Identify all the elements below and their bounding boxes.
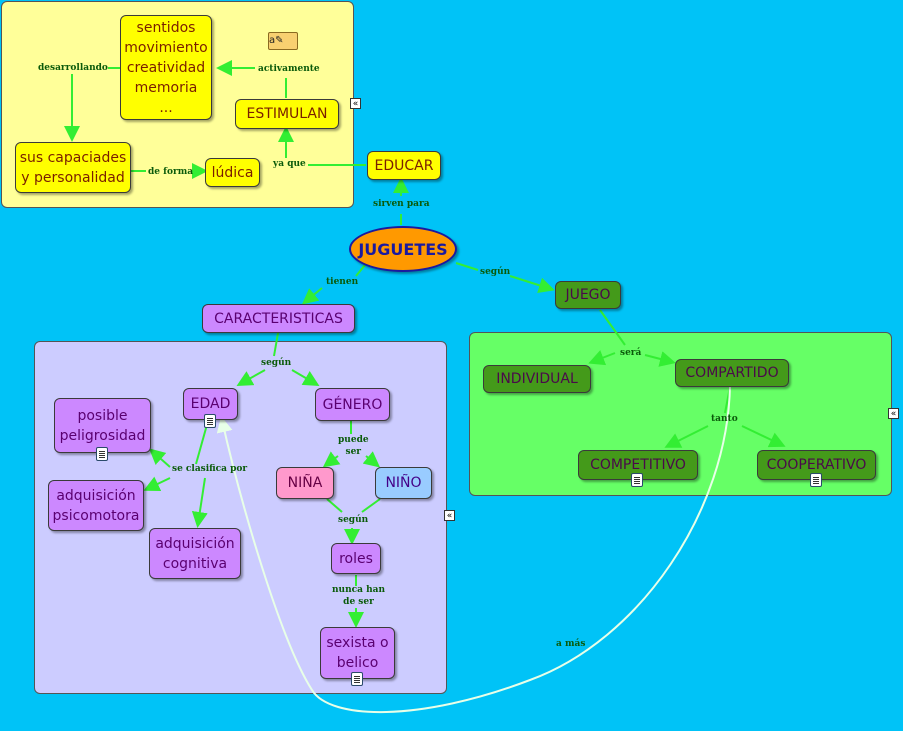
link-label-segun: según xyxy=(338,515,369,525)
link-label-de-forma: de forma xyxy=(148,167,194,177)
link-label-se-clasifica-por: se clasifica por xyxy=(172,464,248,474)
node-sentidos[interactable]: sentidos movimiento creatividad memoria … xyxy=(120,15,212,120)
collapse-icon[interactable]: « xyxy=(444,510,455,521)
node-estimulan[interactable]: ESTIMULAN xyxy=(235,99,339,129)
link-label-activamente: activamente xyxy=(258,64,320,74)
edit-note-icon[interactable]: a✎ xyxy=(268,32,298,50)
link-label-nunca-han-de-ser: nunca han de ser xyxy=(332,585,385,607)
node-compartido[interactable]: COMPARTIDO xyxy=(675,359,789,387)
node-nina[interactable]: NIÑA xyxy=(276,467,334,499)
node-sexista-belico[interactable]: sexista o belico xyxy=(320,627,395,679)
link-label-puede-ser: puede ser xyxy=(338,435,369,457)
node-adquisicion-psicomotora[interactable]: adquisición psicomotora xyxy=(48,480,144,531)
link-label-tienen: tienen xyxy=(326,277,359,287)
node-competitivo[interactable]: COMPETITIVO xyxy=(578,450,698,480)
link-label-segun: según xyxy=(261,358,292,368)
link-label-sirven-para: sirven para xyxy=(373,199,430,209)
node-adquisicion-cognitiva[interactable]: adquisición cognitiva xyxy=(149,528,241,579)
node-caracteristicas[interactable]: CARACTERISTICAS xyxy=(202,304,355,333)
node-juego[interactable]: JUEGO xyxy=(555,281,621,309)
node-roles[interactable]: roles xyxy=(331,543,381,574)
node-posible-peligrosidad[interactable]: posible peligrosidad xyxy=(54,398,151,453)
collapse-icon[interactable]: « xyxy=(888,408,899,419)
node-juguetes[interactable]: JUGUETES xyxy=(349,226,457,272)
node-educar[interactable]: EDUCAR xyxy=(367,151,441,180)
link-label-sera: será xyxy=(620,348,642,358)
node-capacidades[interactable]: sus capaciades y personalidad xyxy=(15,142,131,193)
document-icon[interactable] xyxy=(351,672,363,686)
document-icon[interactable] xyxy=(810,473,822,487)
link-label-desarrollando: desarrollando xyxy=(38,63,108,73)
document-icon[interactable] xyxy=(96,447,108,461)
link-label-ya-que: ya que xyxy=(273,159,306,169)
link-label-segun: según xyxy=(480,267,511,277)
node-genero[interactable]: GÉNERO xyxy=(315,388,390,421)
document-icon[interactable] xyxy=(204,414,216,428)
link-label-tanto: tanto xyxy=(711,414,738,424)
node-individual[interactable]: INDIVIDUAL xyxy=(483,365,591,393)
node-ludica[interactable]: lúdica xyxy=(205,158,260,187)
node-nino[interactable]: NIÑO xyxy=(375,467,432,499)
link-label-a-mas: a más xyxy=(556,639,586,649)
document-icon[interactable] xyxy=(631,473,643,487)
collapse-icon[interactable]: « xyxy=(350,98,361,109)
